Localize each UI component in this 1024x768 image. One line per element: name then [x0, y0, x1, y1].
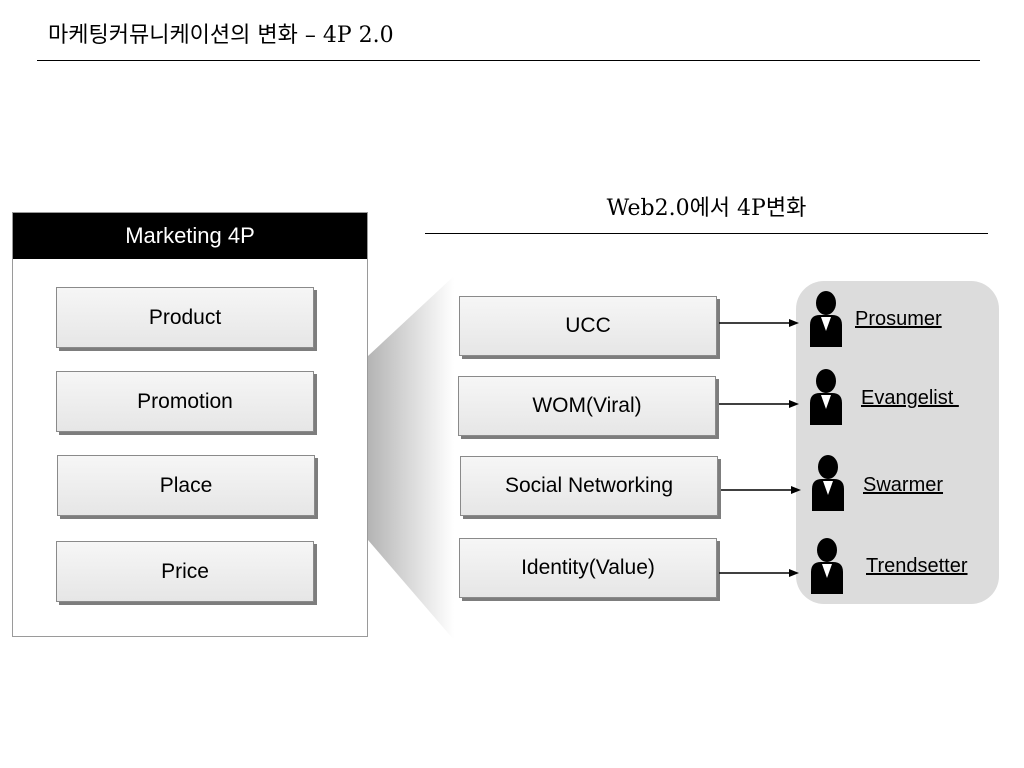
wom-viral-box: WOM(Viral): [458, 376, 716, 436]
web20-section-title: Web2.0에서 4P변화: [606, 196, 807, 221]
title-divider: [37, 60, 980, 61]
person-icon: [810, 291, 842, 347]
identity-value-box: Identity(Value): [459, 538, 717, 598]
role-swarmer: Swarmer: [863, 474, 944, 496]
section-divider: [425, 233, 988, 234]
promotion-box: Promotion: [56, 371, 314, 432]
ucc-box: UCC: [459, 296, 717, 356]
role-prosumer: Prosumer: [855, 308, 942, 330]
person-icon: [811, 538, 843, 594]
expansion-funnel: [368, 276, 454, 640]
place-box: Place: [57, 455, 315, 516]
slide-title: 마케팅커뮤니케이션의 변화 – 4P 2.0: [48, 23, 394, 48]
social-networking-box: Social Networking: [460, 456, 718, 516]
price-box: Price: [56, 541, 314, 602]
person-icon: [810, 369, 842, 425]
product-box: Product: [56, 287, 314, 348]
person-icon: [812, 455, 844, 511]
role-trendsetter: Trendsetter: [866, 555, 968, 577]
role-evangelist: Evangelist: [861, 387, 959, 409]
marketing-4p-header: Marketing 4P: [13, 213, 367, 259]
